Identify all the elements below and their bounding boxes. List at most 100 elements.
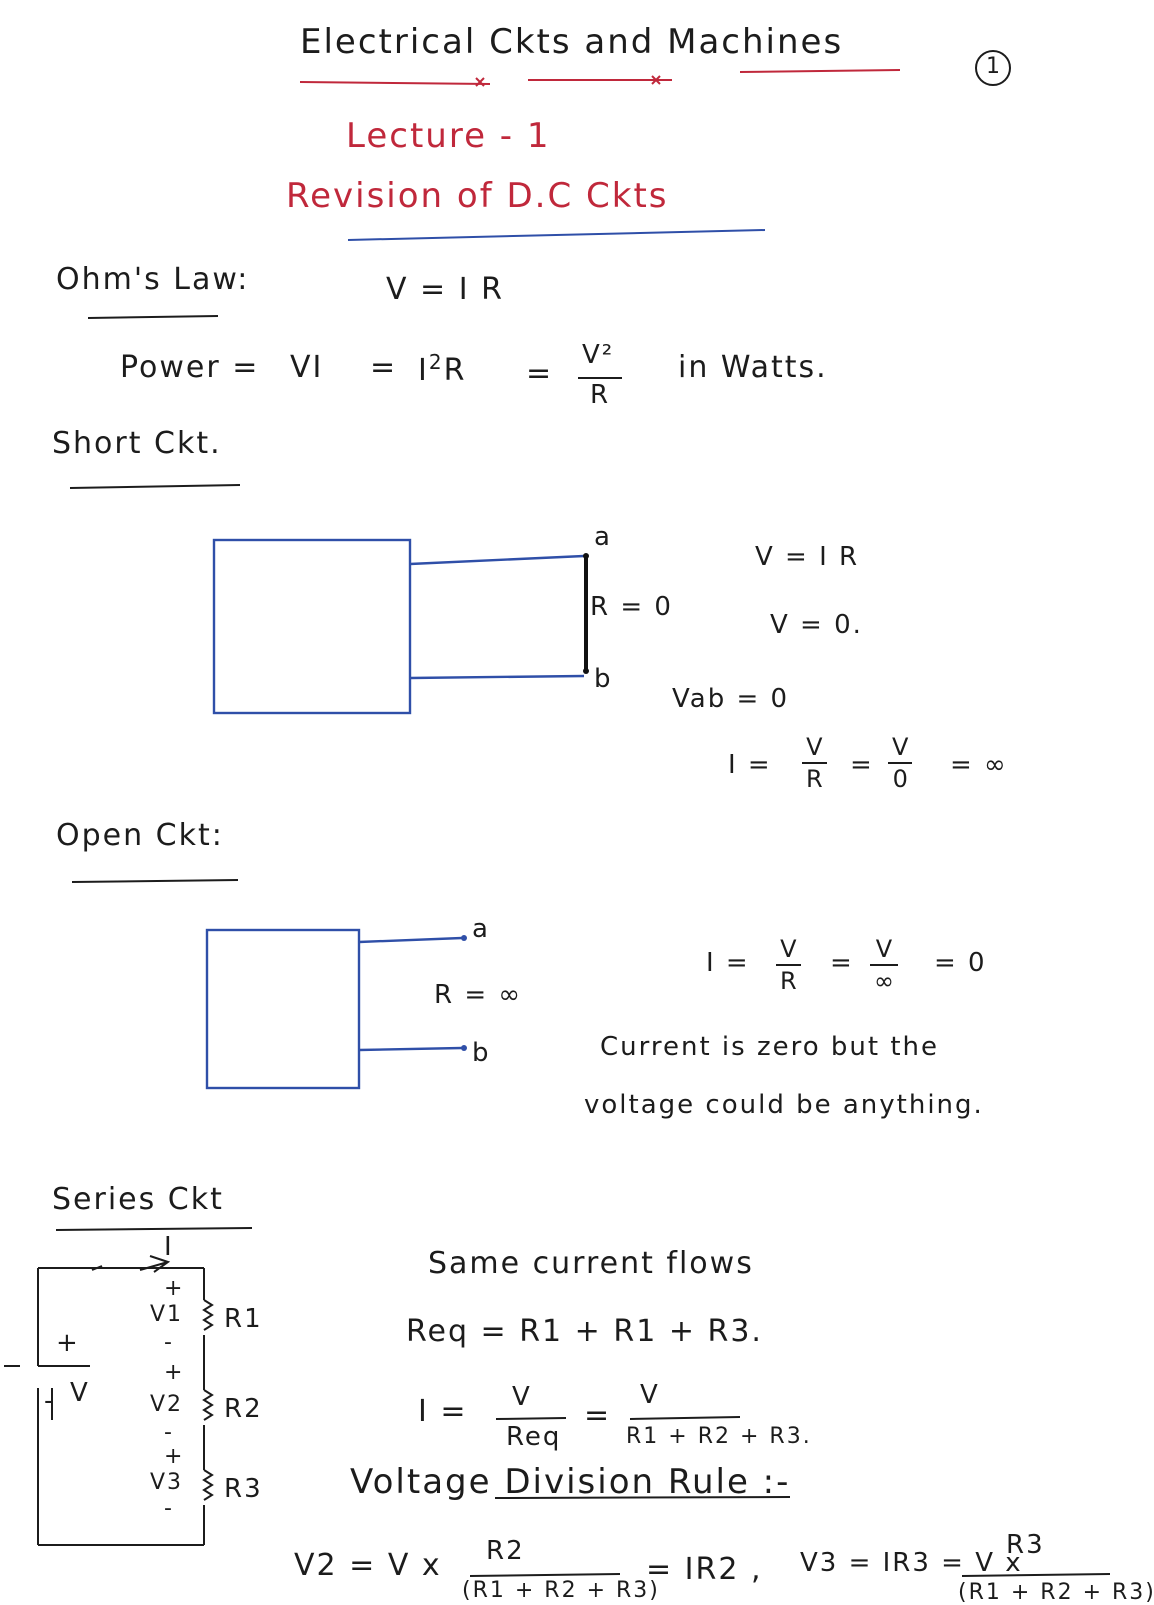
power-frac-den: R xyxy=(590,380,611,410)
power-units: in Watts. xyxy=(678,350,828,385)
v2-rhs: = IR2 , xyxy=(646,1552,763,1587)
power-eq1: = xyxy=(370,350,398,385)
v3-label: V3 xyxy=(150,1470,184,1495)
power-r: R xyxy=(443,353,467,388)
series-i-eq: = xyxy=(584,1398,612,1433)
v3-lhs: V3 = IR3 = V x xyxy=(800,1548,1023,1578)
power-frac-num: V² xyxy=(582,340,615,370)
short-i-frac1-den: R xyxy=(806,765,823,793)
open-i-lhs: I = xyxy=(706,948,750,978)
power-eq2: = xyxy=(526,356,554,391)
series-i-frac2-bar xyxy=(629,1416,741,1420)
short-eq2: V = 0. xyxy=(770,610,863,640)
v2-lhs: V2 = V x xyxy=(294,1548,442,1583)
vdr-heading: Voltage Division Rule :- xyxy=(350,1462,791,1502)
power-i-exp: 2 xyxy=(428,350,444,374)
title-underlines xyxy=(299,69,901,87)
short-i-lhs: I = xyxy=(728,750,772,780)
open-i-frac1-den: R xyxy=(780,967,797,995)
short-i-frac2-den: 0 xyxy=(892,765,908,793)
v3-den: (R1 + R2 + R3) xyxy=(958,1580,1154,1605)
v2-plus: + xyxy=(164,1360,185,1385)
v1-minus: - xyxy=(164,1330,174,1355)
open-i-frac1-num: V xyxy=(780,935,797,963)
series-i-frac2-num: V xyxy=(640,1380,660,1410)
series-i-lhs: I = xyxy=(418,1394,468,1429)
source-minus: - xyxy=(44,1386,56,1416)
open-resistance: R = ∞ xyxy=(434,980,523,1010)
open-node-a xyxy=(461,935,467,941)
source-label: V xyxy=(70,1378,90,1408)
open-i-eq: = xyxy=(830,948,854,978)
r1-label: R1 xyxy=(224,1304,263,1334)
v2-num: R2 xyxy=(486,1536,525,1566)
short-i-result: = ∞ xyxy=(950,750,1008,780)
power-label: Power = xyxy=(120,350,260,385)
open-label-b: b xyxy=(472,1038,491,1068)
req-equation: Req = R1 + R1 + R3. xyxy=(406,1314,763,1349)
v3-plus: + xyxy=(164,1444,185,1469)
v3-minus: - xyxy=(164,1496,174,1521)
v1-label: V1 xyxy=(150,1302,184,1327)
open-i-frac2: V∞ xyxy=(870,936,898,994)
node-a-dot xyxy=(583,553,589,559)
lecture-label: Lecture - 1 xyxy=(346,116,551,156)
open-note-line2: voltage could be anything. xyxy=(584,1090,984,1120)
ohms-underline xyxy=(87,315,219,319)
page-number: 1 xyxy=(986,54,1002,79)
series-current-label: I xyxy=(164,1232,174,1262)
v2-minus: - xyxy=(164,1420,174,1445)
v2-label: V2 xyxy=(150,1392,184,1417)
short-i-frac2-num: V xyxy=(892,733,909,761)
open-i-frac2-num: V xyxy=(875,935,893,963)
power-i-base: I xyxy=(418,353,429,388)
open-node-b xyxy=(461,1045,467,1051)
series-i-frac1-num: V xyxy=(512,1382,532,1412)
short-resistance: R = 0 xyxy=(590,592,673,622)
ohms-law-heading: Ohm's Law: xyxy=(56,262,250,297)
series-i-frac1-den: Req xyxy=(506,1422,562,1452)
short-i-frac1-num: V xyxy=(806,733,823,761)
open-underline xyxy=(71,879,239,883)
short-eq1: V = I R xyxy=(755,542,860,572)
v3-num: R3 xyxy=(1006,1530,1045,1560)
short-ckt-heading: Short Ckt. xyxy=(52,426,222,461)
subtitle: Revision of D.C Ckts xyxy=(286,176,669,216)
ohms-law-equation: V = I R xyxy=(386,272,504,307)
v1-plus: + xyxy=(164,1276,185,1301)
short-eq3: Vab = 0 xyxy=(672,684,790,714)
open-ckt-diagram xyxy=(205,928,463,1090)
short-ckt-diagram xyxy=(212,538,585,715)
power-vi: VI xyxy=(290,350,324,385)
short-underline xyxy=(69,484,241,489)
page-number-circle xyxy=(975,50,1011,86)
short-label-b: b xyxy=(594,664,613,694)
r3-label: R3 xyxy=(224,1474,263,1504)
series-ckt-diagram xyxy=(4,1255,214,1546)
same-current-note: Same current flows xyxy=(428,1246,754,1281)
series-i-frac2-den: R1 + R2 + R3. xyxy=(626,1424,812,1449)
v3-frac-bar xyxy=(961,1573,1111,1577)
open-note-line1: Current is zero but the xyxy=(600,1032,939,1062)
vdr-underline xyxy=(494,1496,791,1499)
series-underline xyxy=(55,1227,253,1231)
source-plus: + xyxy=(56,1328,80,1358)
r2-label: R2 xyxy=(224,1394,263,1424)
subtitle-underline xyxy=(347,229,766,241)
open-ckt-heading: Open Ckt: xyxy=(56,818,224,853)
open-i-frac2-den: ∞ xyxy=(874,967,894,995)
series-i-frac1-bar xyxy=(495,1417,567,1420)
short-label-a: a xyxy=(594,522,612,552)
node-b-dot xyxy=(583,668,589,674)
short-i-eq: = xyxy=(850,750,874,780)
open-label-a: a xyxy=(472,914,490,944)
v2-frac-bar xyxy=(469,1573,621,1577)
power-i2r: I2R xyxy=(418,350,466,388)
page-title: Electrical Ckts and Machines xyxy=(300,22,844,62)
v2-den: (R1 + R2 + R3) xyxy=(462,1578,660,1603)
open-i-result: = 0 xyxy=(934,948,987,978)
